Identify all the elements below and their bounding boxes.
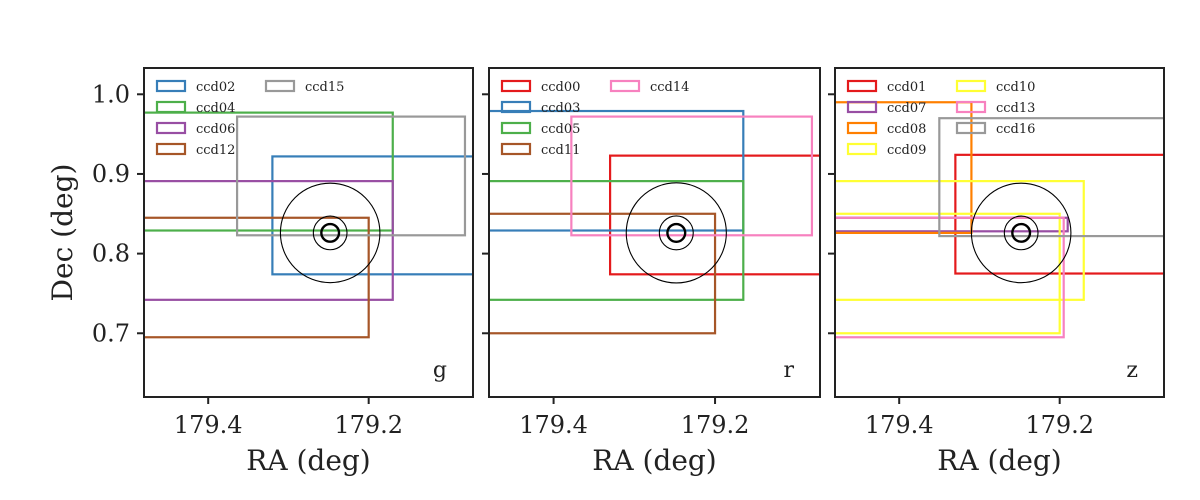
target-circle	[666, 222, 687, 243]
target-circle	[1003, 215, 1039, 251]
legend-swatch-ccd11	[500, 142, 532, 156]
ccd-footprint-ccd08	[835, 101, 973, 234]
plot-area	[489, 109, 820, 335]
target-circle	[625, 182, 727, 284]
panel-g: 179.4 179.2 0.7 0.8 0.9 1.0 RA (deg) Dec (deg) g…	[46, 67, 474, 477]
legend-label-ccd16: ccd16	[996, 122, 1035, 137]
legend-label-ccd09: ccd09	[887, 143, 926, 158]
x-axis-label: RA (deg)	[592, 444, 716, 477]
legend-label-ccd02: ccd02	[196, 80, 235, 95]
legend-label-ccd08: ccd08	[887, 122, 926, 137]
legend-swatch-ccd15	[264, 79, 296, 93]
x-tick-label: 179.2	[334, 411, 403, 439]
band-label: r	[783, 358, 794, 383]
target-circle	[658, 215, 694, 251]
ccd-footprint-ccd04	[144, 111, 394, 232]
x-tick-label: 179.4	[519, 411, 588, 439]
legend-label-ccd15: ccd15	[305, 80, 344, 95]
legend-label-ccd11: ccd11	[541, 143, 580, 158]
legend-label-ccd01: ccd01	[887, 80, 926, 95]
plot-frame	[488, 67, 821, 398]
legend-label-ccd14: ccd14	[650, 80, 689, 95]
legend-swatch-ccd02	[155, 79, 187, 93]
plot-frame	[834, 67, 1165, 398]
legend-swatch-ccd09	[846, 142, 878, 156]
legend-label-ccd07: ccd07	[887, 101, 926, 116]
legend-swatch-ccd07	[846, 100, 878, 114]
legend-label-ccd06: ccd06	[196, 122, 235, 137]
ccd-footprint-ccd09	[835, 180, 1085, 301]
legend-swatch-ccd03	[500, 100, 532, 114]
y-axis-label: Dec (deg)	[46, 164, 79, 302]
legend-label-ccd05: ccd05	[541, 122, 580, 137]
legend-label-ccd00: ccd00	[541, 80, 580, 95]
ccd-footprint-ccd13	[835, 216, 1065, 339]
ccd-footprint-ccd11	[489, 212, 717, 335]
legend-swatch-ccd14	[609, 79, 641, 93]
x-tick-label: 179.2	[681, 411, 750, 439]
legend: ccd00 ccd03 ccd05 ccd11 ccd14	[500, 79, 689, 158]
target-circle	[312, 215, 348, 251]
legend-label-ccd03: ccd03	[541, 101, 580, 116]
x-axis-label: RA (deg)	[937, 444, 1061, 477]
legend-swatch-ccd16	[955, 121, 987, 135]
x-tick-label: 179.2	[1025, 411, 1094, 439]
legend-swatch-ccd08	[846, 121, 878, 135]
y-tick-label: 0.9	[92, 160, 130, 188]
legend-swatch-ccd00	[500, 79, 532, 93]
band-label: z	[1126, 358, 1138, 383]
ccd-footprint-ccd05	[489, 180, 745, 301]
ccd-footprint-ccd16	[938, 117, 1164, 238]
plot-area	[835, 101, 1164, 339]
legend-swatch-ccd05	[500, 121, 532, 135]
y-tick-label: 1.0	[92, 80, 130, 108]
target-circle	[320, 222, 341, 243]
x-tick-label: 179.4	[865, 411, 934, 439]
ccd-footprint-ccd12	[144, 216, 370, 339]
ccd-footprint-ccd03	[489, 109, 745, 232]
legend-swatch-ccd12	[155, 142, 187, 156]
legend: ccd02 ccd04 ccd06 ccd12 ccd15	[155, 79, 344, 158]
y-tick-label: 0.8	[92, 240, 130, 268]
y-tick-label: 0.7	[92, 319, 130, 347]
legend-label-ccd04: ccd04	[196, 101, 235, 116]
legend-swatch-ccd06	[155, 121, 187, 135]
legend-label-ccd12: ccd12	[196, 143, 235, 158]
ccd-footprint-ccd02	[271, 155, 473, 276]
plot-frame	[143, 67, 474, 398]
band-label: g	[433, 358, 447, 383]
ccd-footprint-ccd15	[235, 115, 467, 237]
legend-label-ccd13: ccd13	[996, 101, 1035, 116]
x-tick-label: 179.4	[174, 411, 243, 439]
target-circle	[970, 182, 1072, 284]
ccd-footprint-ccd14	[570, 115, 814, 237]
legend-swatch-ccd01	[846, 79, 878, 93]
legend-swatch-ccd10	[955, 79, 987, 93]
legend-swatch-ccd13	[955, 100, 987, 114]
ccd-footprint-ccd06	[144, 180, 394, 301]
x-axis-label: RA (deg)	[246, 444, 370, 477]
target-circle	[279, 182, 381, 284]
legend-swatch-ccd04	[155, 100, 187, 114]
legend: ccd01 ccd07 ccd08 ccd09 ccd10 ccd13 ccd16	[846, 79, 1035, 158]
legend-label-ccd10: ccd10	[996, 80, 1035, 95]
plot-area	[144, 111, 473, 339]
target-circle	[1011, 222, 1032, 243]
